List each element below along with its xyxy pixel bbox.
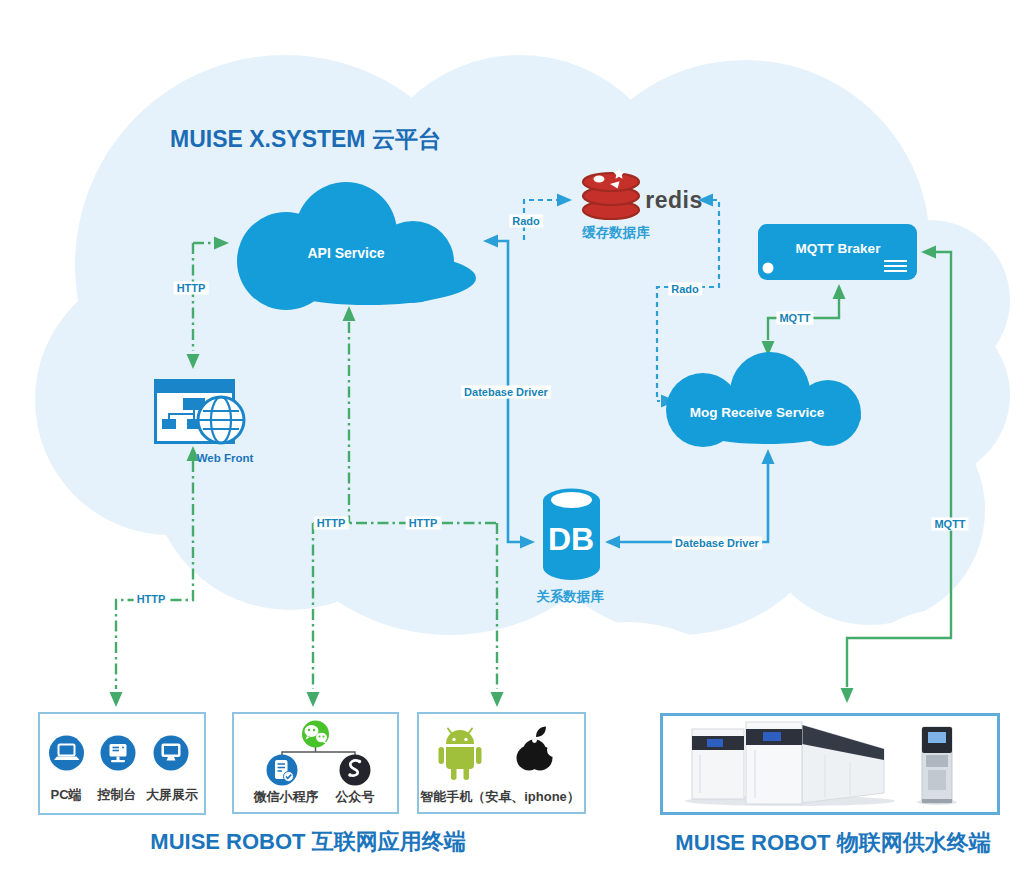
pc-label: PC端 xyxy=(50,786,81,804)
official-account-label: 公众号 xyxy=(336,788,375,806)
web-front-icon xyxy=(154,379,244,443)
console-label: 控制台 xyxy=(98,786,137,804)
redis-label: redis xyxy=(645,187,702,214)
edge-label-rado-2: Rado xyxy=(668,283,702,296)
edge-label-mqtt-1: MQTT xyxy=(776,312,813,325)
edge-label-http-1: HTTP xyxy=(174,282,209,295)
phone-label: 智能手机（安卓、iphone） xyxy=(420,788,580,806)
mog-service-label: Mog Receive Service xyxy=(690,405,824,420)
db-label: DB xyxy=(548,521,594,558)
edge-label-rado-1: Rado xyxy=(509,215,543,228)
bigscreen-label: 大屏展示 xyxy=(146,786,198,804)
edge-label-dbdriver-1: Datebase Driver xyxy=(461,386,551,399)
db-caption: 关系数据库 xyxy=(536,588,604,606)
edge-label-http-4: HTTP xyxy=(406,517,441,530)
miniprogram-label: 微信小程序 xyxy=(254,788,319,806)
redis-icon xyxy=(583,168,639,219)
iot-terminal-title: MUISE ROBOT 物联网供水终端 xyxy=(675,828,990,858)
api-service-label: API Service xyxy=(307,245,384,261)
edge-label-mqtt-2: MQTT xyxy=(931,518,968,531)
edge-label-dbdriver-2: Datebase Driver xyxy=(672,537,762,550)
edge-label-http-2: HTTP xyxy=(134,593,169,606)
edge-label-http-3: HTTP xyxy=(314,517,349,530)
mqtt-braker-label: MQTT Braker xyxy=(796,241,881,256)
terminal-box-iot xyxy=(660,713,1000,815)
redis-caption: 缓存数据库 xyxy=(582,224,650,242)
web-front-label: Web Front xyxy=(197,452,254,464)
page-title: MUISE X.SYSTEM 云平台 xyxy=(170,124,441,155)
internet-terminal-title: MUISE ROBOT 互联网应用终端 xyxy=(150,827,465,857)
